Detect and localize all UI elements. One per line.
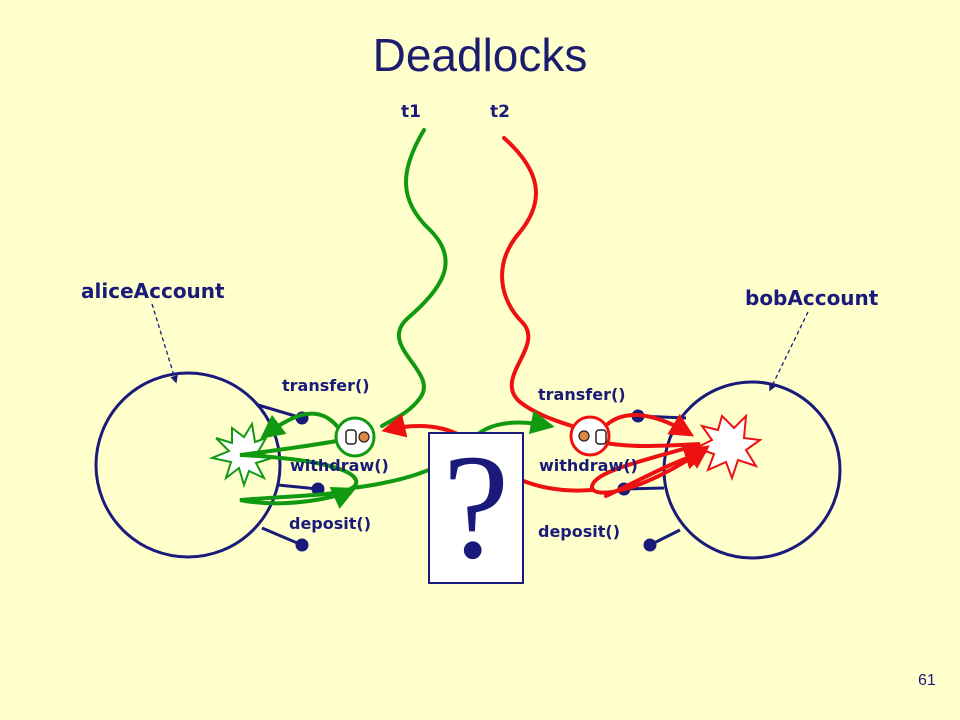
bob-transfer-label: transfer()	[538, 385, 626, 404]
alice-label-pointer	[151, 303, 178, 384]
t2-withdraw-loop	[590, 440, 710, 495]
alice-transfer-label: transfer()	[282, 376, 370, 395]
bob-account-circle	[662, 380, 842, 560]
thread-t1-path	[380, 128, 448, 428]
slide-title: Deadlocks	[372, 29, 588, 81]
bob-deposit-label: deposit()	[538, 522, 621, 541]
alice-account-circle	[94, 371, 282, 559]
bob-withdraw-label: withdraw()	[539, 456, 638, 475]
page-number: 61	[918, 672, 936, 689]
thread-t2-path	[500, 136, 580, 430]
thread-t1-label: t1	[401, 102, 421, 122]
bob-label-pointer	[769, 311, 809, 392]
alice-withdraw-label: withdraw()	[290, 456, 389, 475]
alice-deposit-label: deposit()	[289, 514, 372, 533]
thread-t2-label: t2	[490, 102, 510, 122]
t1-into-alice	[260, 411, 342, 439]
alice-account-label: aliceAccount	[81, 279, 225, 303]
question-mark-box: ?	[428, 432, 524, 584]
bob-account-label: bobAccount	[745, 286, 879, 310]
bob-conflict-burst	[693, 413, 763, 481]
alice-lock-icon	[334, 416, 376, 458]
t2-withdraw-loop-2	[604, 446, 709, 498]
bob-lock-icon	[569, 415, 611, 457]
t1-withdraw-loop	[239, 438, 359, 509]
